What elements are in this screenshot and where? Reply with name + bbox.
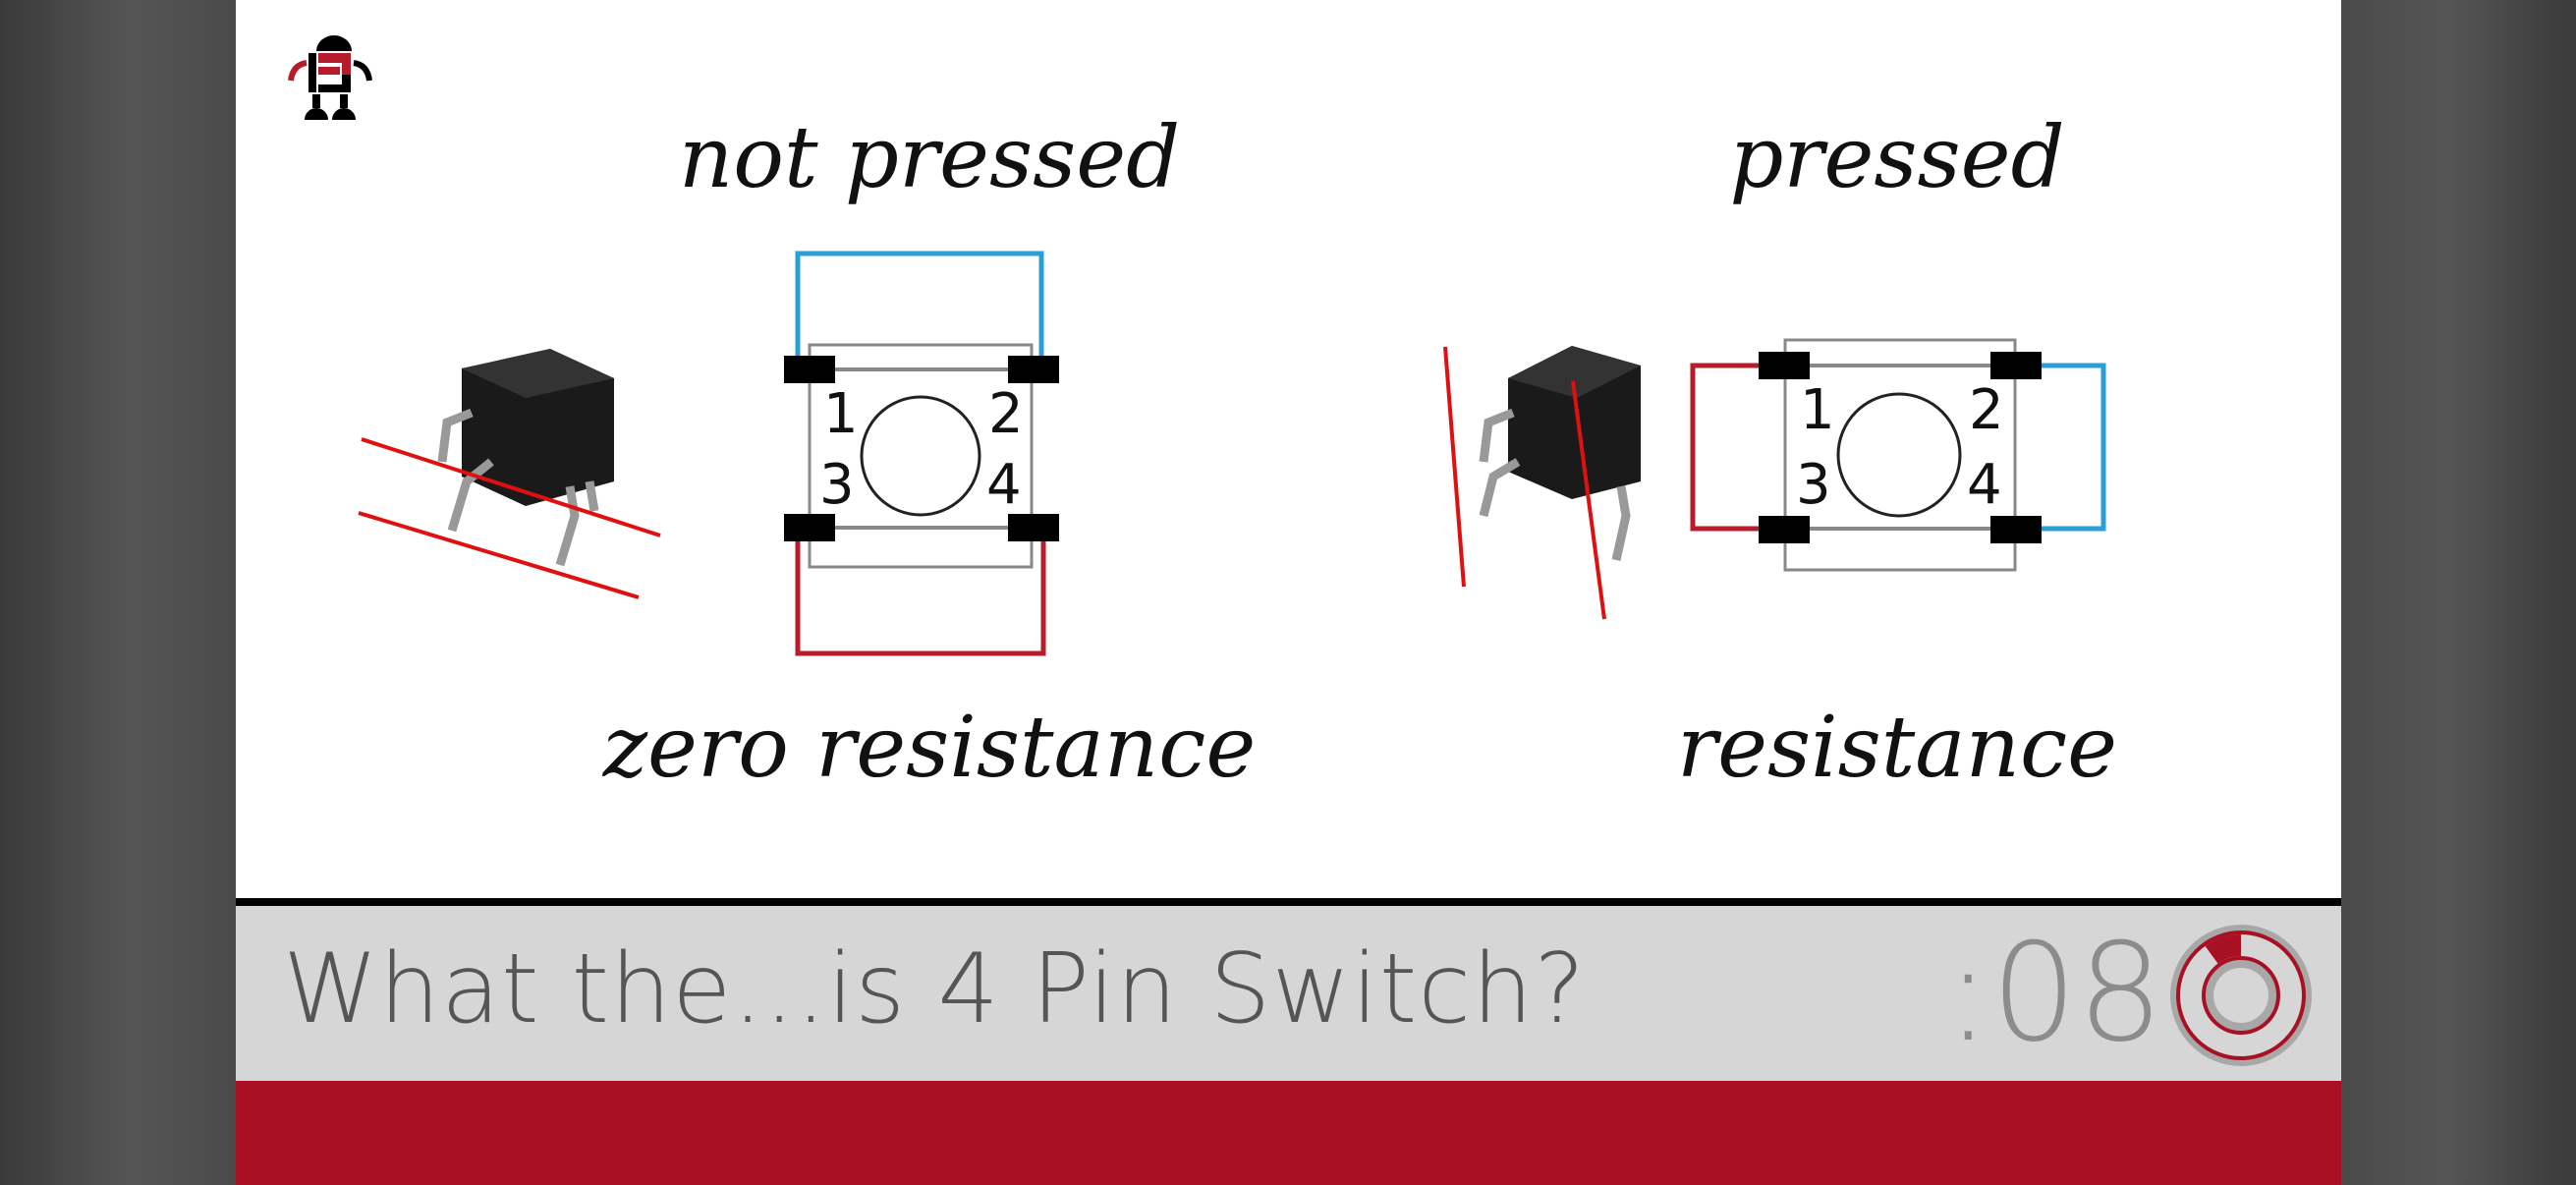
pressed-heading: pressed (1729, 109, 2064, 207)
footer-bar (236, 1081, 2341, 1185)
timer-ring-icon (2170, 925, 2312, 1066)
switch-schematic: 1 2 3 4 (1690, 338, 2106, 572)
switch-photo (358, 349, 661, 599)
caption-bar: What the...is 4 Pin Switch? :08 (236, 906, 2341, 1081)
not-pressed-heading: not pressed (679, 109, 1180, 207)
pin-1-label: 1 (1800, 378, 1835, 442)
pin-4-label: 4 (986, 453, 1022, 517)
countdown-timer: :08 (1945, 914, 2164, 1072)
video-title: What the...is 4 Pin Switch? (283, 933, 1587, 1045)
robot-logo (288, 35, 372, 120)
pin-3-label: 3 (1796, 453, 1831, 517)
not-pressed-panel: not pressed 1 2 3 4 zero resistance (358, 109, 1256, 797)
pressed-panel: pressed 1 2 3 4 resistance (1443, 109, 2117, 797)
switch-photo (1443, 346, 1641, 620)
zero-resistance-label: zero resistance (602, 699, 1256, 797)
pin-2-label: 2 (1969, 378, 2004, 442)
divider (236, 898, 2341, 906)
resistance-label: resistance (1677, 699, 2117, 797)
pin-4-label: 4 (1967, 453, 2002, 517)
switch-schematic: 1 2 3 4 (784, 251, 1059, 656)
pin-2-label: 2 (988, 382, 1024, 446)
pin-3-label: 3 (819, 453, 855, 517)
pin-1-label: 1 (823, 382, 859, 446)
